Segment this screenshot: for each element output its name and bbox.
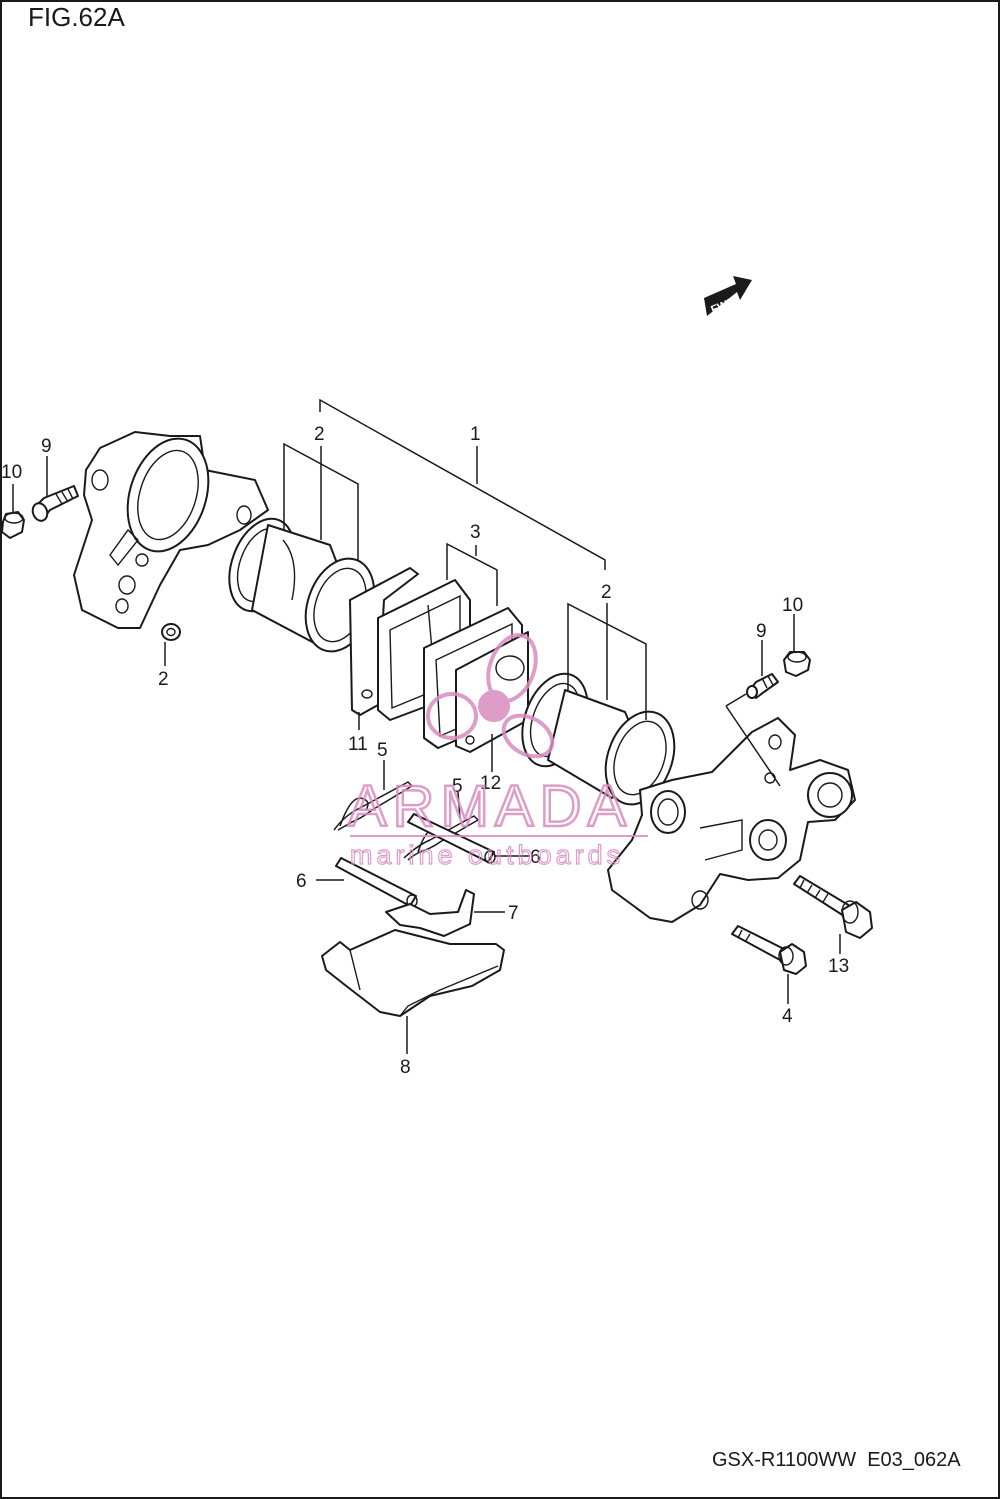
- figure-footer: GSX-R1100WW E03_062A: [712, 1449, 961, 1471]
- callout-labels: 1 2 2 2 3 4 5 5 6 6 7 8 9 9 10 10 11 12 …: [1, 424, 849, 1078]
- bleeder-cap-left: [1, 511, 25, 539]
- armada-watermark: ARMADA marine outboards: [347, 633, 648, 871]
- piston-seal-set-right: [521, 672, 676, 806]
- callout-5-left: 5: [377, 740, 388, 761]
- caliper-body-left: [73, 431, 269, 629]
- mounting-bolt-long: [793, 875, 873, 939]
- callout-9-right: 9: [756, 621, 767, 642]
- caliper-body-right: [607, 717, 856, 923]
- piston-seal-set-left: [228, 517, 376, 653]
- watermark-tagline: marine outboards: [350, 840, 624, 870]
- bleeder-screw-left: [31, 485, 79, 522]
- callout-9-left: 9: [41, 436, 52, 457]
- callout-2-washer: 2: [158, 669, 169, 690]
- callout-13: 13: [828, 956, 849, 977]
- callout-10-right: 10: [782, 595, 803, 616]
- callout-1: 1: [470, 424, 481, 445]
- callout-8: 8: [400, 1057, 411, 1078]
- callout-2-upper-left: 2: [314, 424, 325, 445]
- callout-6-center: 6: [530, 847, 541, 868]
- callout-6-left: 6: [296, 871, 307, 892]
- propeller-logo-icon: [426, 633, 555, 759]
- pad-spring-left: [333, 781, 414, 831]
- callout-2-right: 2: [601, 582, 612, 603]
- seal-washer-small: [161, 623, 181, 641]
- callout-7: 7: [508, 903, 519, 924]
- callout-12: 12: [480, 773, 501, 794]
- leader-lines: [12, 456, 841, 1054]
- fwd-arrow-icon: FWD: [704, 276, 752, 316]
- pad-pin-upper: [407, 813, 496, 864]
- callout-10-left: 10: [1, 462, 22, 483]
- bleeder-cap-right: [783, 651, 811, 677]
- assembly-bracket: [283, 398, 781, 787]
- bleeder-screw-right: [746, 673, 779, 699]
- caliper-pad-cover: [321, 929, 505, 1017]
- watermark-brand: ARMADA: [348, 774, 632, 839]
- callout-5-center: 5: [452, 776, 463, 797]
- callout-11: 11: [348, 734, 368, 755]
- callout-3: 3: [470, 522, 481, 543]
- callout-4: 4: [782, 1006, 793, 1027]
- mounting-bolt-short: [731, 925, 807, 975]
- figure-title: FIG.62A: [28, 2, 125, 32]
